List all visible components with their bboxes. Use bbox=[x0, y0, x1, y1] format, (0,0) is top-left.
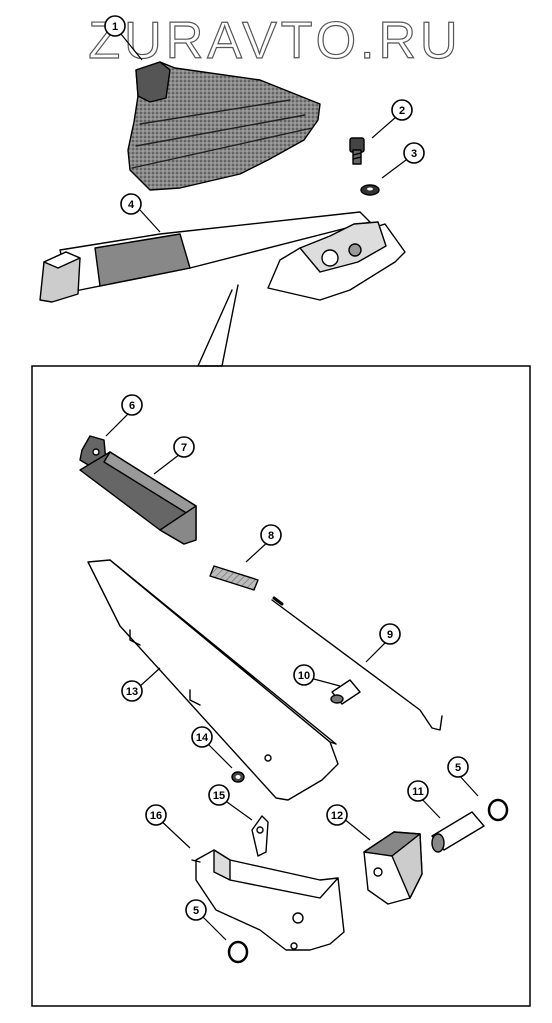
release-rod bbox=[271, 596, 443, 731]
exploded-view-frame bbox=[31, 365, 531, 1007]
callout-4: 4 bbox=[120, 193, 142, 215]
lever-arm bbox=[87, 559, 339, 801]
pawl bbox=[251, 815, 269, 857]
mounting-bracket bbox=[191, 849, 345, 951]
callout-11: 11 bbox=[407, 780, 429, 802]
watermark: ZURAVTO.RU bbox=[88, 12, 461, 70]
svg-text:15: 15 bbox=[213, 790, 225, 802]
callout-5-upper: 5 bbox=[447, 756, 469, 778]
handbrake-lever-assembly bbox=[39, 211, 406, 303]
callout-12: 12 bbox=[326, 804, 348, 826]
callout-1: 1 bbox=[104, 15, 126, 37]
svg-text:13: 13 bbox=[126, 686, 138, 698]
callout-8: 8 bbox=[260, 524, 282, 546]
callout-2: 2 bbox=[391, 99, 413, 121]
callout-9: 9 bbox=[379, 623, 401, 645]
bush bbox=[431, 811, 485, 853]
svg-text:4: 4 bbox=[128, 199, 135, 211]
svg-text:6: 6 bbox=[129, 400, 135, 412]
svg-text:10: 10 bbox=[298, 670, 310, 682]
callout-6: 6 bbox=[121, 394, 143, 416]
callout-5-lower: 5 bbox=[185, 899, 207, 921]
svg-text:8: 8 bbox=[268, 530, 274, 542]
svg-text:9: 9 bbox=[387, 629, 393, 641]
ratchet-block bbox=[363, 831, 423, 905]
circlip-lower bbox=[227, 940, 249, 964]
svg-text:5: 5 bbox=[193, 905, 199, 917]
gaiter-boot bbox=[127, 61, 321, 191]
washer bbox=[360, 184, 380, 196]
small-washer bbox=[231, 771, 245, 783]
svg-text:12: 12 bbox=[331, 810, 343, 822]
callout-14: 14 bbox=[191, 726, 213, 748]
handle-grip bbox=[79, 451, 197, 545]
callout-10: 10 bbox=[293, 664, 315, 686]
spring bbox=[209, 565, 259, 591]
svg-text:16: 16 bbox=[150, 810, 162, 822]
circlip-upper bbox=[487, 798, 509, 822]
svg-text:1: 1 bbox=[112, 21, 118, 33]
callout-3: 3 bbox=[403, 142, 425, 164]
svg-text:5: 5 bbox=[455, 762, 461, 774]
callout-13: 13 bbox=[121, 680, 143, 702]
callout-16: 16 bbox=[145, 804, 167, 826]
svg-text:3: 3 bbox=[411, 148, 417, 160]
svg-text:2: 2 bbox=[399, 105, 405, 117]
bolt bbox=[349, 137, 365, 165]
svg-text:11: 11 bbox=[412, 786, 424, 798]
callout-7: 7 bbox=[173, 436, 195, 458]
svg-text:7: 7 bbox=[181, 442, 187, 454]
callout-15: 15 bbox=[208, 784, 230, 806]
pivot-pin bbox=[330, 679, 361, 705]
svg-text:14: 14 bbox=[196, 732, 209, 744]
